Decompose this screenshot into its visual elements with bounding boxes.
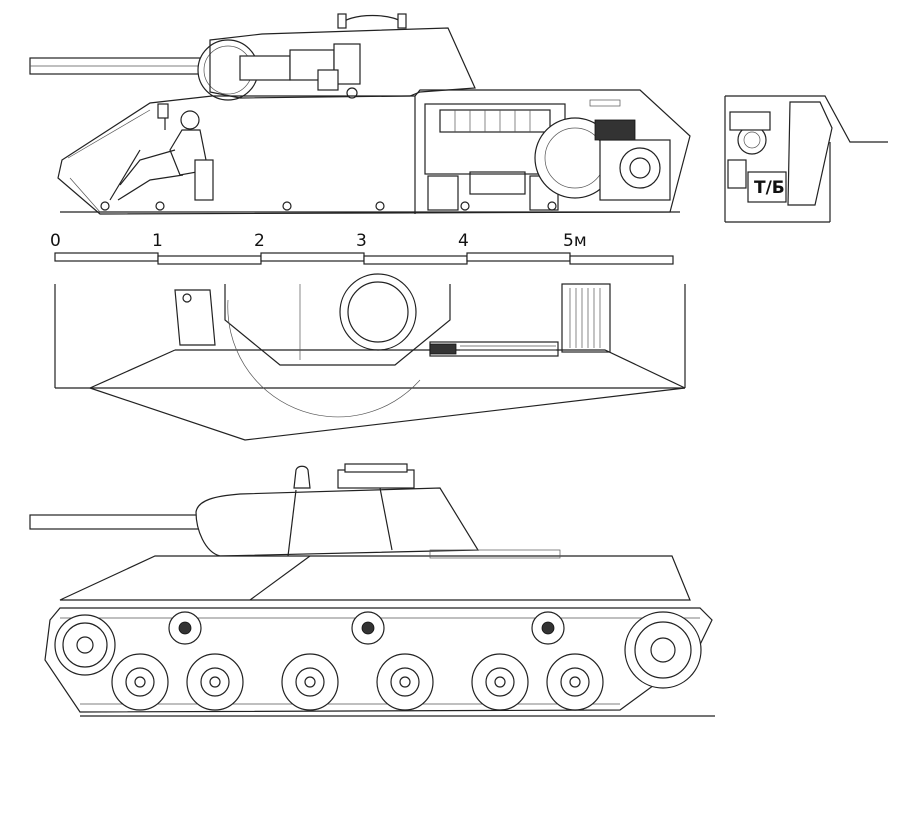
road-wheel xyxy=(376,653,434,711)
fuel-tank-inset: Т/Б xyxy=(724,95,888,223)
fuel-tank-label: Т/Б xyxy=(754,178,785,198)
side-gun-barrel xyxy=(29,514,201,530)
side-turret xyxy=(195,487,480,557)
scale-tick-label: 0 xyxy=(50,231,61,251)
drive-sprocket xyxy=(624,611,702,689)
hull-section xyxy=(57,89,691,215)
turret-section xyxy=(209,27,476,99)
road-wheel xyxy=(281,653,339,711)
top-view xyxy=(54,273,686,441)
transmission xyxy=(534,99,671,201)
road-wheel xyxy=(186,653,244,711)
scale-tick-label: 4 xyxy=(458,231,469,251)
side-view xyxy=(29,463,715,717)
scale-tick-label: 1 xyxy=(152,231,163,251)
scale-tick-label: 5м xyxy=(563,231,587,251)
road-wheels xyxy=(111,653,604,711)
driver-figure xyxy=(109,103,214,201)
scale-tick-label: 3 xyxy=(356,231,367,251)
side-hull xyxy=(59,555,691,601)
scale-bar: 0 1 2 3 4 5м xyxy=(50,231,674,265)
cross-section-view xyxy=(29,13,691,215)
idler-wheel xyxy=(54,614,116,676)
scale-tick-label: 2 xyxy=(254,231,265,251)
road-wheel xyxy=(111,653,169,711)
road-wheel xyxy=(546,653,604,711)
road-wheel xyxy=(471,653,529,711)
